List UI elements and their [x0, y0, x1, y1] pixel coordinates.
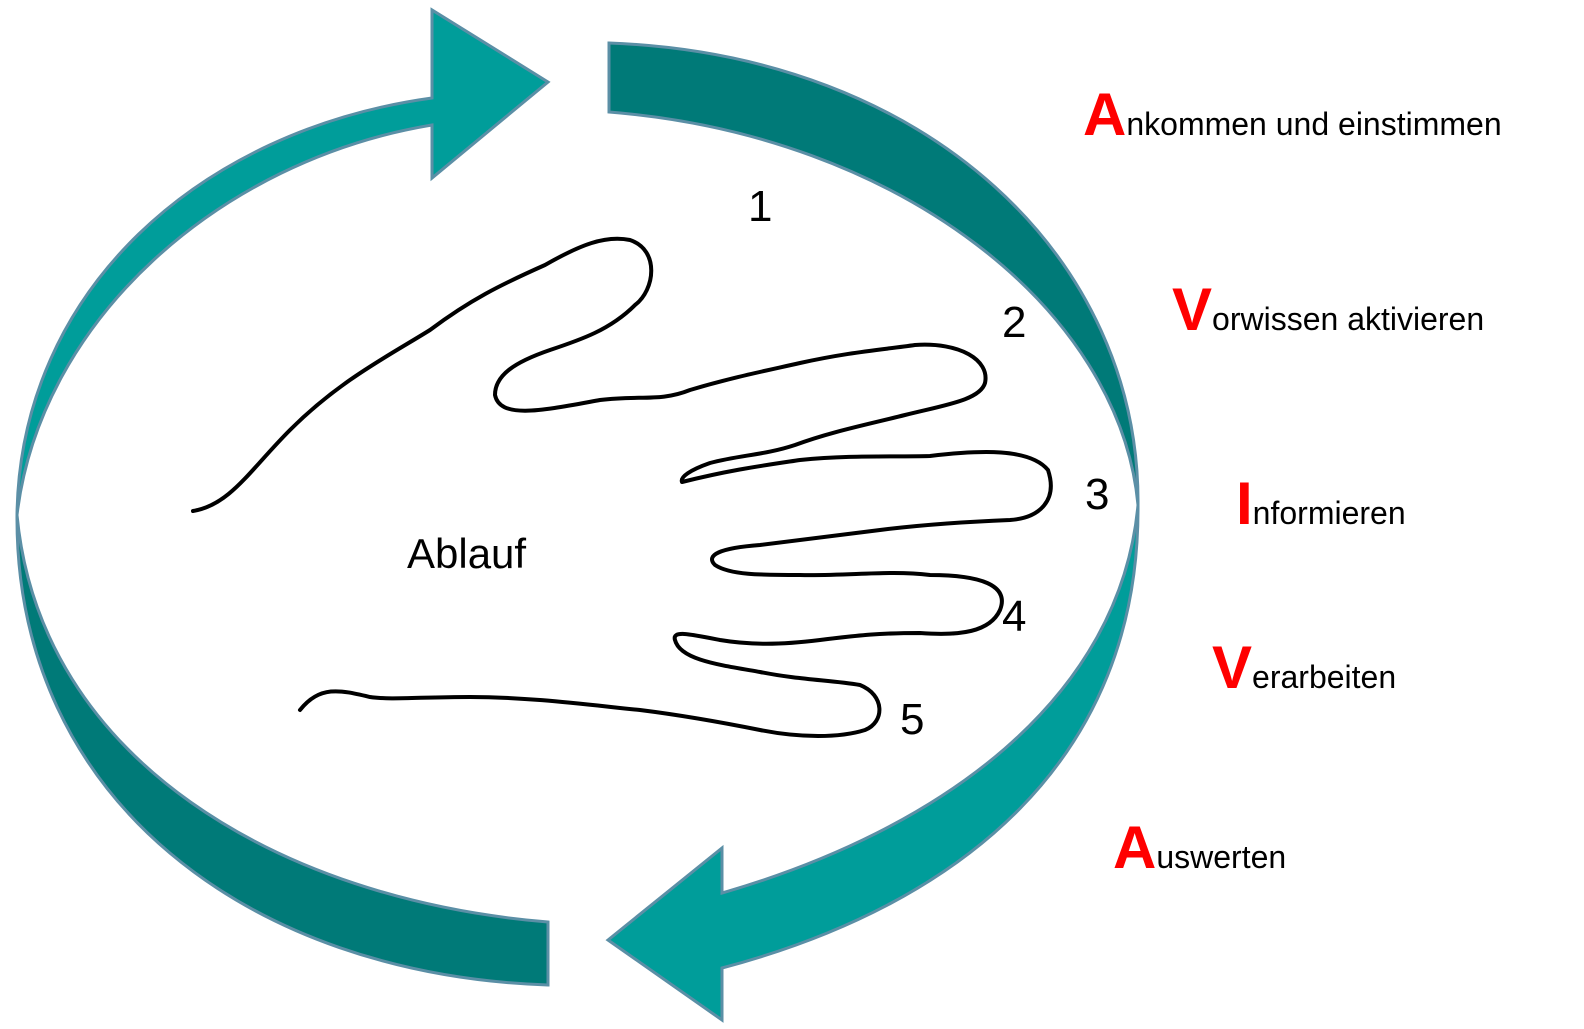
step-initial: V	[1172, 276, 1212, 343]
step-initial: A	[1113, 814, 1156, 881]
step-vorwissen: Vorwissen aktivieren	[1172, 280, 1484, 340]
hand-outline-icon	[193, 239, 1051, 736]
step-text: nkommen und einstimmen	[1126, 106, 1501, 142]
center-label: Ablauf	[407, 530, 526, 578]
finger-number-3: 3	[1085, 470, 1109, 520]
cycle-arrow-bottom-right	[608, 505, 1138, 1020]
step-initial: A	[1083, 81, 1126, 148]
step-auswerten: Auswerten	[1113, 818, 1286, 878]
step-informieren: Informieren	[1236, 474, 1406, 534]
finger-number-1: 1	[748, 182, 772, 232]
step-text: nformieren	[1253, 495, 1406, 531]
cycle-arrow-left	[17, 515, 548, 985]
step-initial: V	[1212, 634, 1252, 701]
cycle-arrow-right	[609, 43, 1138, 505]
finger-number-5: 5	[900, 695, 924, 745]
step-ankommen: Ankommen und einstimmen	[1083, 85, 1502, 145]
finger-number-4: 4	[1002, 592, 1026, 642]
step-text: orwissen aktivieren	[1212, 301, 1484, 337]
step-text: uswerten	[1156, 839, 1286, 875]
step-verarbeiten: Verarbeiten	[1212, 638, 1396, 698]
finger-number-2: 2	[1002, 298, 1026, 348]
step-initial: I	[1236, 470, 1253, 537]
step-text: erarbeiten	[1252, 659, 1396, 695]
